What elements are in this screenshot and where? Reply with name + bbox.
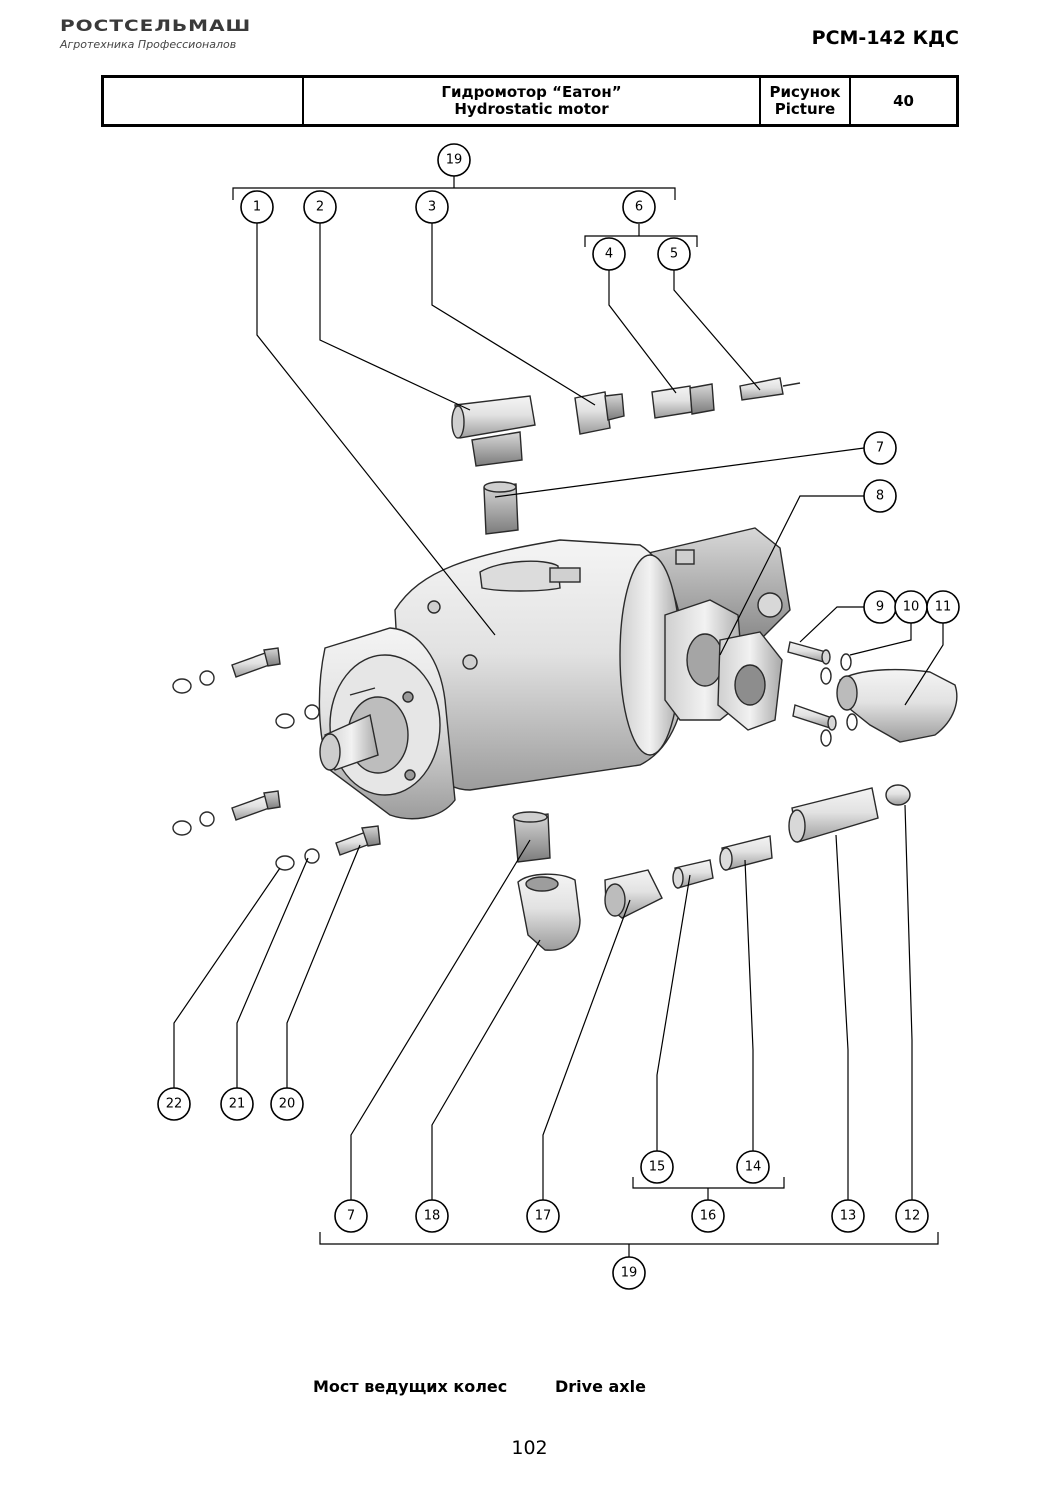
washers: [172, 670, 320, 871]
callout-11: 11: [926, 590, 960, 624]
callout-19-bottom-label: 19: [621, 1266, 638, 1281]
callout-5-label: 5: [670, 247, 678, 262]
leader-lines: [173, 223, 944, 1200]
callout-7-bottom: 7: [334, 1199, 368, 1233]
tee-fitting: [451, 395, 536, 467]
callout-19-top: 19: [437, 143, 471, 177]
callout-3-label: 3: [428, 200, 436, 215]
adapter-7-top: [483, 481, 519, 535]
picture-label-russian: Рисунок: [769, 83, 841, 101]
callout-20: 20: [270, 1087, 304, 1121]
nut-17: [604, 869, 663, 919]
callout-5: 5: [657, 237, 691, 271]
callout-21-label: 21: [229, 1097, 246, 1112]
group-bracket-16: [632, 1177, 785, 1201]
callout-19-bottom: 19: [612, 1256, 646, 1290]
callout-10: 10: [894, 590, 928, 624]
callout-16: 16: [691, 1199, 725, 1233]
callout-9-label: 9: [876, 600, 884, 615]
flange-bolts: [787, 641, 858, 747]
callout-1: 1: [240, 190, 274, 224]
part-15: [672, 859, 714, 889]
title-block-empty-cell: [101, 75, 304, 127]
section-name-russian: Мост ведущих колес: [313, 1377, 508, 1396]
quick-coupling-13: [788, 787, 879, 843]
callout-21: 21: [220, 1087, 254, 1121]
callout-18-label: 18: [424, 1209, 441, 1224]
mounting-bolts: [231, 647, 381, 856]
section-name-english: Drive axle: [555, 1377, 646, 1396]
callout-17: 17: [526, 1199, 560, 1233]
callout-6-label: 6: [635, 200, 643, 215]
callout-13: 13: [831, 1199, 865, 1233]
callout-8-label: 8: [876, 489, 884, 504]
callout-8: 8: [863, 479, 897, 513]
callout-2: 2: [303, 190, 337, 224]
part-14: [719, 835, 773, 871]
callout-6: 6: [622, 190, 656, 224]
callout-22: 22: [157, 1087, 191, 1121]
split-flange: [717, 631, 783, 731]
picture-label-english: Picture: [774, 100, 836, 118]
page-number: 102: [511, 1437, 548, 1459]
adapter-4: [651, 383, 715, 419]
group-bracket-19-bottom: [319, 1232, 939, 1257]
callout-20-label: 20: [279, 1097, 296, 1112]
callout-17-label: 17: [535, 1209, 552, 1224]
callout-18: 18: [415, 1199, 449, 1233]
model-name: РСМ-142 КДС: [811, 27, 959, 49]
callout-1-label: 1: [253, 200, 261, 215]
callout-2-label: 2: [316, 200, 324, 215]
callout-14: 14: [736, 1150, 770, 1184]
title-block-title-cell: Гидромотор “Еатон” Hydrostatic motor: [302, 75, 761, 127]
callout-22-label: 22: [166, 1097, 183, 1112]
picture-label-cell: Рисунок Picture: [759, 75, 851, 127]
title-block: Гидромотор “Еатон” Hydrostatic motor Рис…: [101, 75, 959, 127]
adapter-3: [574, 391, 625, 435]
picture-number: 40: [849, 75, 959, 127]
callout-7-top: 7: [863, 431, 897, 465]
callout-4: 4: [592, 237, 626, 271]
callout-14-label: 14: [745, 1160, 762, 1175]
callout-11-label: 11: [935, 600, 952, 615]
callout-15-label: 15: [649, 1160, 666, 1175]
logo-tagline: Агротехника Профессионалов: [60, 38, 237, 51]
motor-body: [318, 527, 791, 820]
brand-logo: РОСТСЕЛЬМАШ Агротехника Профессионалов: [60, 16, 251, 51]
callout-7-top-label: 7: [876, 441, 884, 456]
cap-12: [885, 784, 911, 806]
callout-15: 15: [640, 1150, 674, 1184]
elbow-fitting-bottom: [517, 873, 581, 951]
adapter-5: [739, 377, 801, 401]
callout-12-label: 12: [904, 1209, 921, 1224]
logo-wordmark: РОСТСЕЛЬМАШ: [60, 16, 252, 36]
group-bracket-19-top: [232, 176, 676, 200]
callout-13-label: 13: [840, 1209, 857, 1224]
callout-19-top-label: 19: [446, 153, 463, 168]
callout-7-bottom-label: 7: [347, 1209, 355, 1224]
title-russian: Гидромотор “Еатон”: [441, 83, 622, 101]
callout-10-label: 10: [903, 600, 920, 615]
callout-4-label: 4: [605, 247, 613, 262]
callout-12: 12: [895, 1199, 929, 1233]
callout-9: 9: [863, 590, 897, 624]
callout-3: 3: [415, 190, 449, 224]
adapter-7-bottom: [512, 811, 551, 863]
elbow-fitting-right: [836, 668, 958, 743]
title-english: Hydrostatic motor: [454, 100, 609, 118]
group-bracket-6: [584, 224, 698, 247]
callout-16-label: 16: [700, 1209, 717, 1224]
